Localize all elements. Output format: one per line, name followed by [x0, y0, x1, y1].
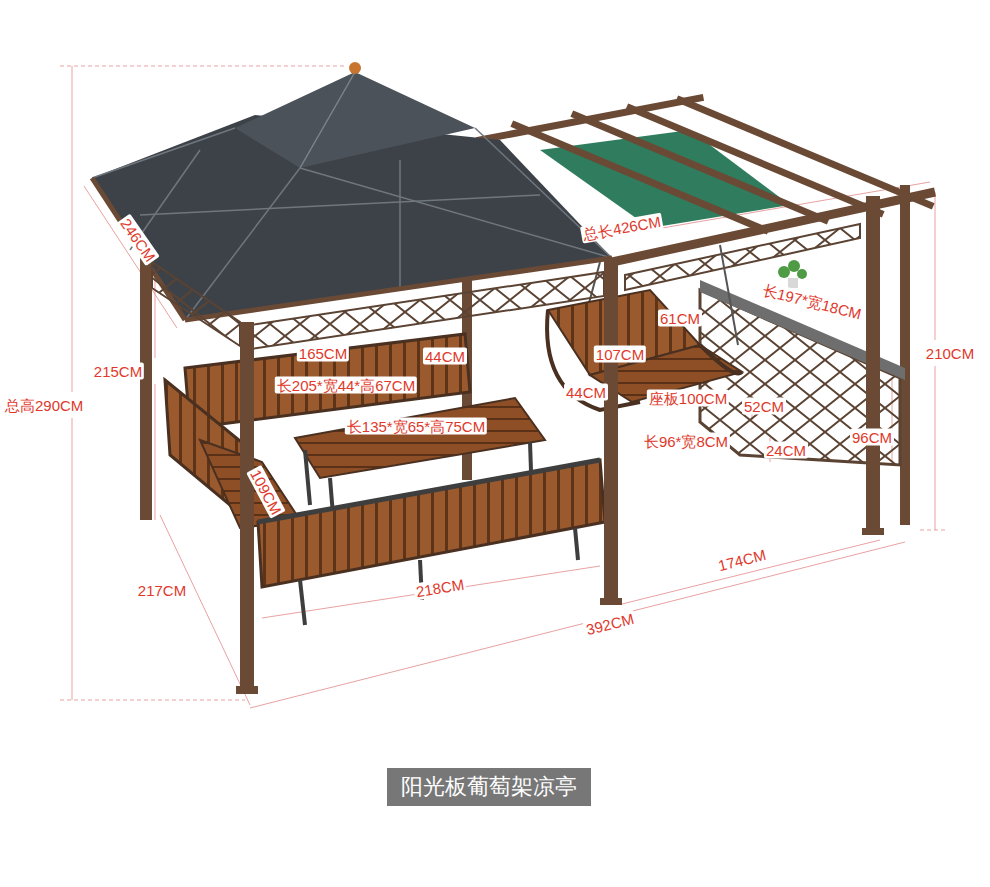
dimension-label: 长135*宽65*高75CM [345, 418, 487, 435]
caption-box: 阳光板葡萄架凉亭 [387, 768, 591, 806]
dimension-label: 座板100CM [647, 390, 729, 407]
dimension-label: 24CM [764, 442, 808, 459]
dimension-label: 107CM [594, 346, 646, 363]
dimension-label: 217CM [136, 582, 188, 599]
dimension-label: 长197*宽18CM [759, 281, 865, 323]
dimension-lines [60, 66, 945, 708]
dimension-label: 218CM [413, 576, 467, 601]
dimension-label: 长96*宽8CM [642, 433, 730, 450]
dimension-label: 44CM [564, 384, 608, 401]
dimension-label: 109CM [246, 465, 286, 519]
swing [547, 245, 742, 410]
dimension-label: 52CM [742, 398, 786, 415]
dimension-label: 61CM [658, 310, 702, 327]
shade-cloth [540, 130, 790, 228]
dimension-label: 215CM [92, 363, 144, 380]
dimension-label: 392CM [583, 609, 638, 638]
dimension-label: 210CM [924, 345, 976, 362]
dimension-label: 96CM [850, 429, 894, 446]
bench-set [165, 334, 605, 625]
dimension-label: 165CM [297, 345, 349, 362]
dimension-label: 总长426CM [580, 212, 664, 243]
dimension-label: 174CM [715, 545, 770, 574]
dimension-label: 总高290CM [3, 397, 85, 414]
potted-plant [778, 260, 807, 288]
side-fretwork [152, 262, 240, 346]
pergola-fretwork [625, 224, 860, 290]
dimension-label: 44CM [423, 348, 467, 365]
front-posts [236, 196, 884, 694]
dimension-label: 长205*宽44*高67CM [275, 377, 417, 394]
dimension-label: 246CM [116, 214, 160, 267]
